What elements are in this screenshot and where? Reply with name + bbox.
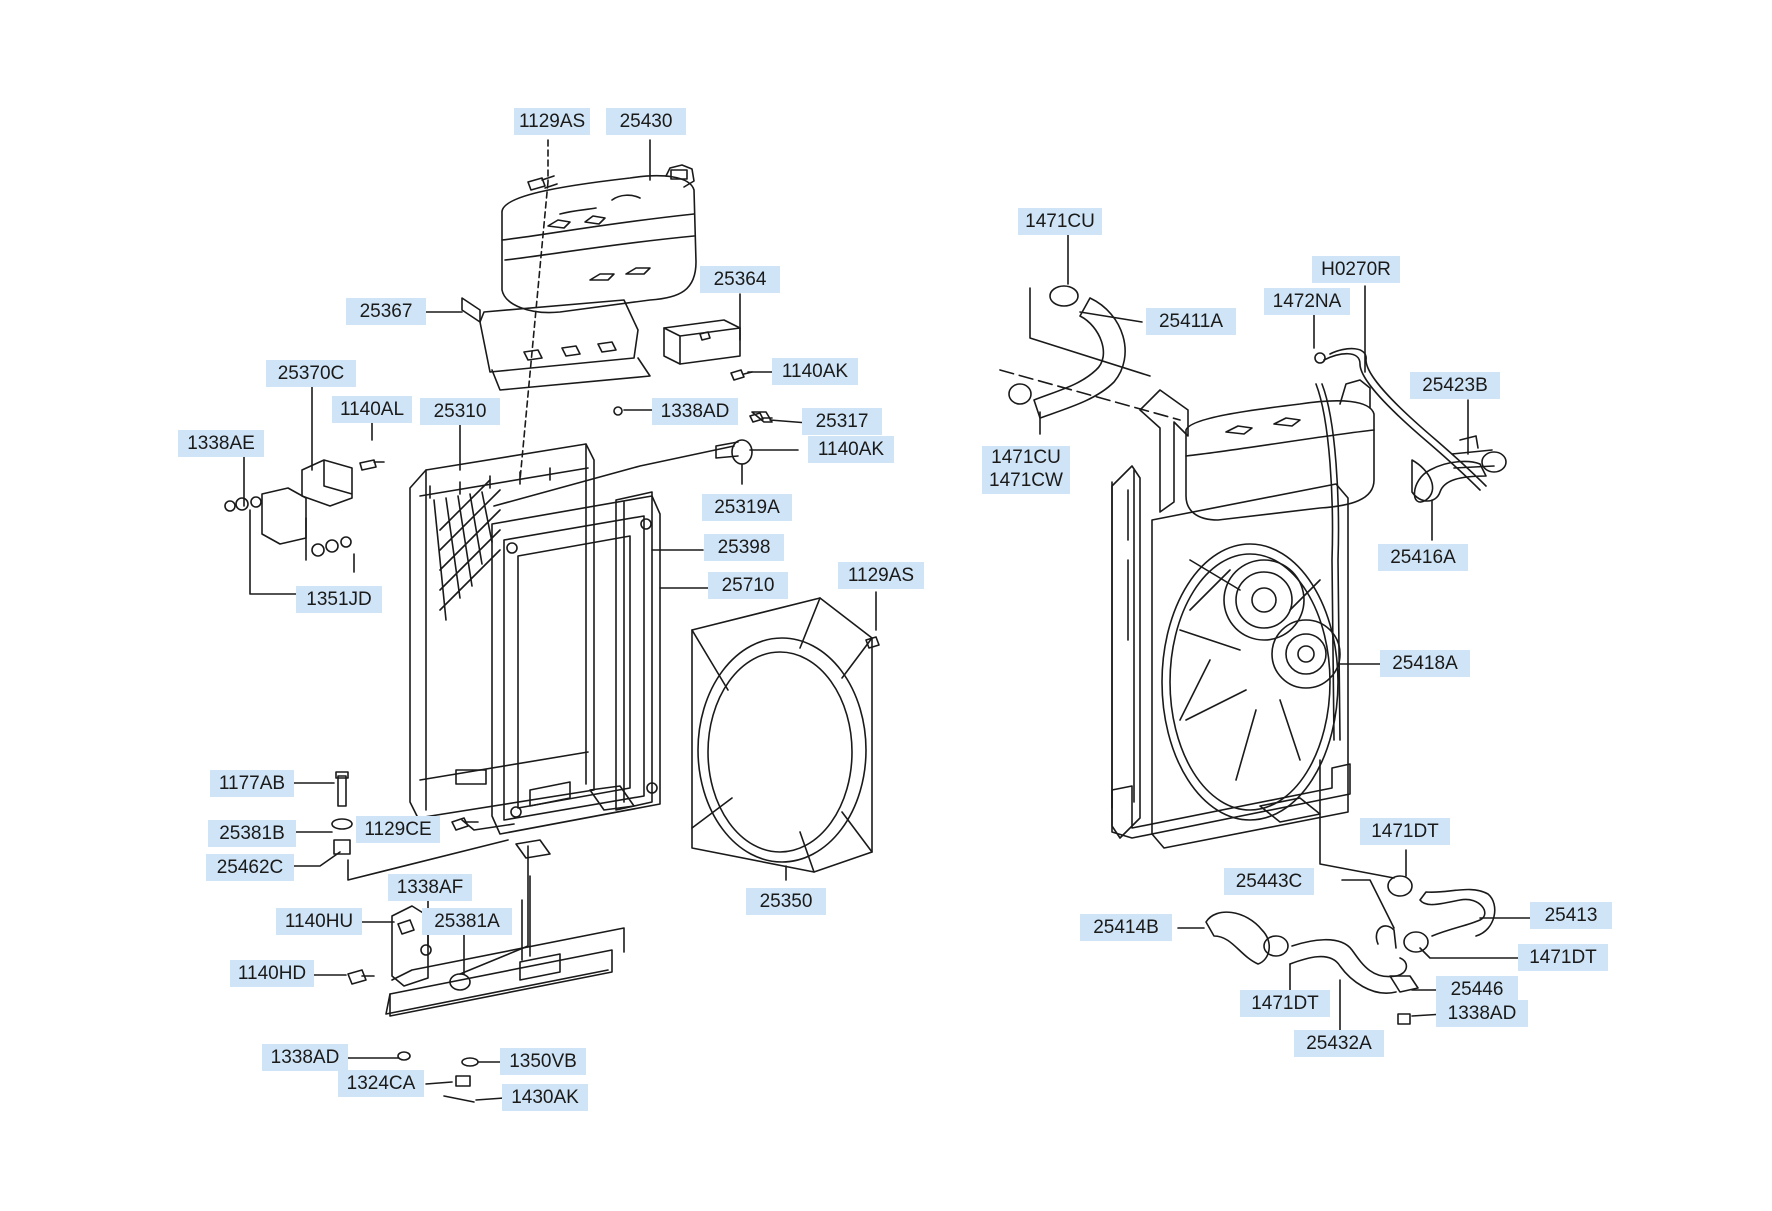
bolt-1129AS-top [527,175,558,191]
bolt-1140HU [397,919,415,935]
label-1140HU: 1140HU [276,908,362,935]
clip-25446 [1389,975,1419,993]
nut-1338AF [420,944,432,956]
pin-1430AK [443,1095,475,1103]
label-25411A: 25411A [1146,308,1236,335]
label-1471DT-c: 1471DT [1240,990,1330,1017]
mount-bracket-lower [391,905,429,987]
cooling-fan [1151,483,1349,849]
right-tank [1185,379,1375,521]
crossmember [385,875,625,1017]
label-1140AL: 1140AL [332,396,412,423]
label-1472NA: 1472NA [1264,288,1350,315]
label-1140AK-b: 1140AK [808,436,894,463]
label-1140HD: 1140HD [230,960,314,987]
label-25446: 25446 [1436,976,1518,1003]
label-1471CU-low: 1471CU 1471CW [982,446,1070,494]
right-tank-bracket [1139,389,1189,513]
label-25381B: 25381B [208,820,296,847]
label-25364: 25364 [700,266,780,293]
label-1471DT-b: 1471DT [1518,944,1608,971]
nut-1338AD-c [1397,1013,1411,1025]
bypass-hose [1411,459,1487,503]
label-1471CU-top: 1471CU [1018,208,1102,235]
side-frame [615,491,653,811]
label-25413: 25413 [1530,902,1612,929]
washers-1351JD [311,536,352,557]
label-1338AD-c: 1338AD [1436,1000,1528,1027]
label-1430AK: 1430AK [502,1084,588,1111]
label-25370C: 25370C [266,360,356,387]
right-radiator [1111,465,1141,839]
clip-1472NA [1314,352,1326,364]
label-1338AF: 1338AF [388,874,472,901]
label-25710: 25710 [708,572,788,599]
label-25432A: 25432A [1294,1030,1384,1057]
label-1338AD-b: 1338AD [262,1044,348,1071]
upper-hose [1008,285,1126,419]
label-1129CE: 1129CE [356,816,440,843]
label-1471CU-low-line1: 1471CU [991,447,1061,468]
label-25416A: 25416A [1378,544,1468,571]
drain-plug [715,439,753,465]
label-1338AE: 1338AE [178,430,264,457]
label-25317: 25317 [802,408,882,435]
label-1140AK-a: 1140AK [772,358,858,385]
washers-1338AE [224,496,262,512]
label-25414B: 25414B [1080,914,1172,941]
nut-1338AD-b [397,1051,411,1061]
label-1129AS-mid: 1129AS [838,562,924,589]
label-1324CA: 1324CA [338,1070,424,1097]
overflow-pipe [1315,383,1335,741]
fan-shroud [691,597,873,873]
label-1177AB: 1177AB [210,770,294,797]
washer-1350VB [461,1057,479,1067]
label-1351JD: 1351JD [296,586,382,613]
label-25367: 25367 [346,298,426,325]
radiator-frame [491,495,661,835]
bolt-1140HD [347,969,375,985]
label-25310: 25310 [420,398,500,425]
radiator-core [409,443,595,831]
label-25319A: 25319A [702,494,792,521]
nut-1324CA [455,1075,471,1087]
label-1129AS-top: 1129AS [514,108,590,135]
label-1350VB: 1350VB [500,1048,586,1075]
label-25443C: 25443C [1224,868,1314,895]
label-25381A: 25381A [422,908,512,935]
bolt-1129AS-mid [865,636,880,649]
reservoir-tank [501,164,697,314]
mount-bolt-stack [331,771,353,855]
lower-hoses [1205,875,1496,1025]
small-bracket [663,319,741,365]
side-bracket [301,459,353,507]
nut-1338AD-a [613,406,623,416]
mount-plate [261,487,307,545]
tank-bracket [461,297,651,391]
label-25430: 25430 [606,108,686,135]
label-25423B: 25423B [1410,372,1500,399]
label-H0270R: H0270R [1312,256,1400,283]
bolt-1140AL [359,459,385,471]
label-25462C: 25462C [206,854,294,881]
bolt-1129CE [451,817,479,831]
label-25350: 25350 [746,888,826,915]
label-25418A: 25418A [1380,650,1470,677]
label-1338AD-a: 1338AD [652,398,738,425]
label-1471CU-low-line2: 1471CW [989,470,1063,491]
pipe-fitting [1451,435,1507,473]
breather-pipe [1323,352,1481,491]
label-1471DT-a: 1471DT [1360,818,1450,845]
label-25398: 25398 [704,534,784,561]
clip-25317 [751,411,773,423]
